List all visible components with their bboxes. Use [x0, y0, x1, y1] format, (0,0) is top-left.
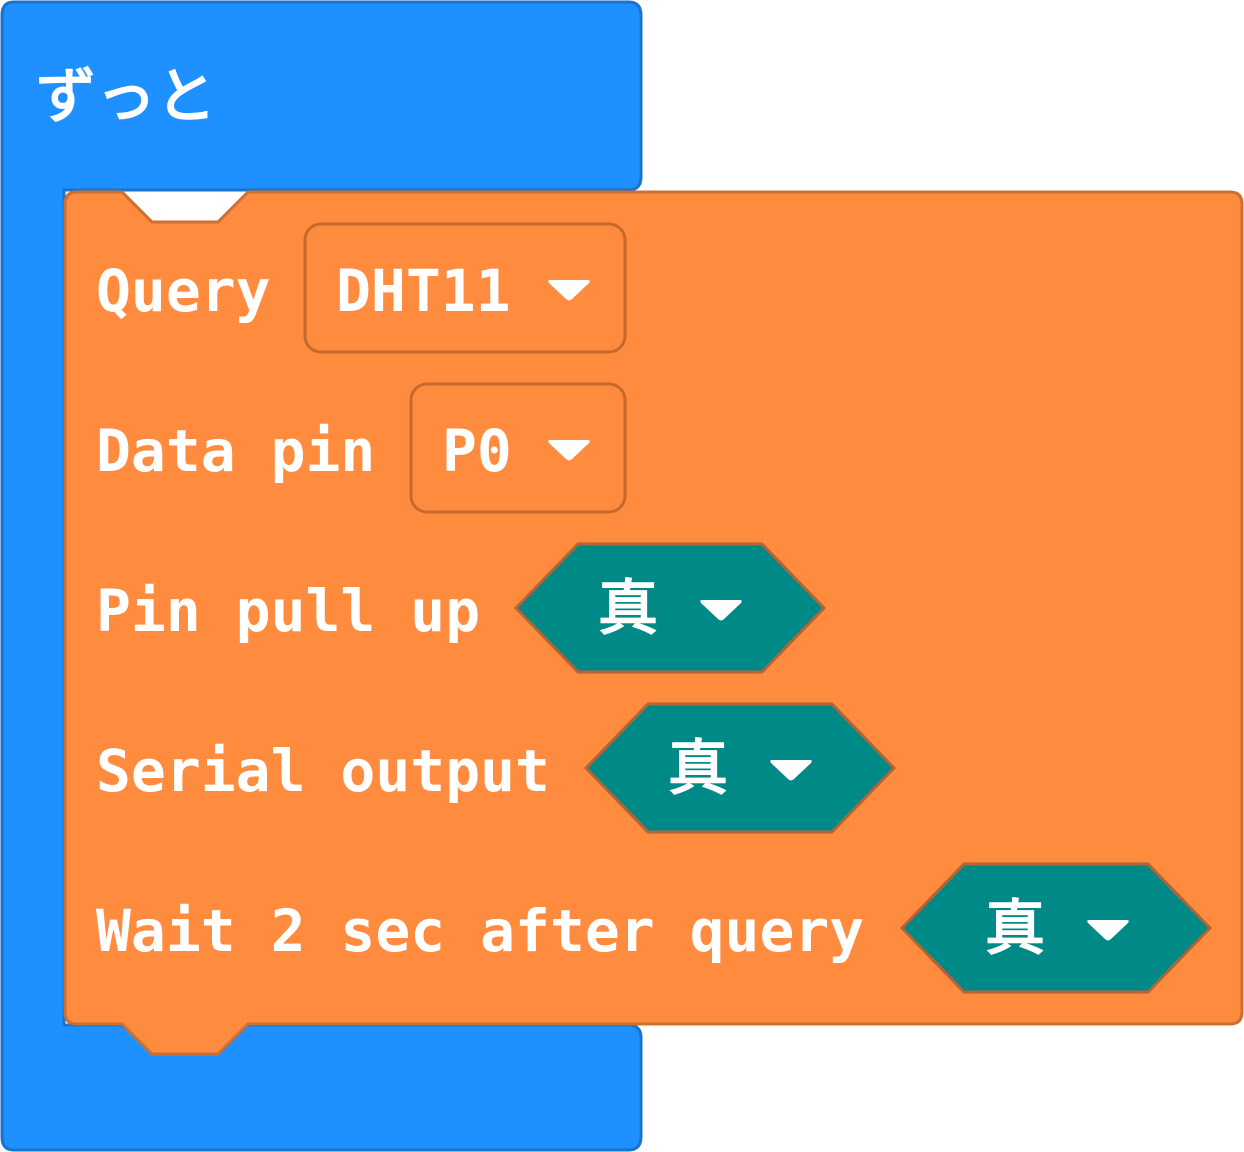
- sensor-dropdown-value[interactable]: DHT11: [336, 257, 511, 325]
- sensor-dropdown-box[interactable]: [303, 222, 627, 354]
- caret-down-icon: [548, 280, 590, 301]
- forever-block-shape[interactable]: [0, 0, 643, 1152]
- serial-output-value[interactable]: 真: [668, 734, 728, 804]
- wait-boolean-hex[interactable]: [899, 862, 1213, 994]
- pin-dropdown-value[interactable]: P0: [442, 417, 512, 485]
- query-label: Query: [96, 257, 271, 325]
- pin-dropdown-box[interactable]: [409, 382, 627, 514]
- serial-output-boolean-hex[interactable]: [583, 702, 897, 834]
- wait-value[interactable]: 真: [985, 894, 1045, 964]
- caret-down-icon: [770, 760, 812, 781]
- pull-up-boolean-hex[interactable]: [513, 542, 827, 674]
- pull-up-label: Pin pull up: [96, 577, 481, 645]
- pull-up-value[interactable]: 真: [598, 574, 658, 644]
- serial-output-label: Serial output: [96, 737, 550, 805]
- caret-down-icon: [1087, 920, 1129, 941]
- data-pin-label: Data pin: [96, 417, 376, 485]
- wait-label: Wait 2 sec after query: [96, 897, 865, 965]
- forever-label: ずっと: [36, 62, 216, 132]
- caret-down-icon: [548, 440, 590, 461]
- caret-down-icon: [700, 600, 742, 621]
